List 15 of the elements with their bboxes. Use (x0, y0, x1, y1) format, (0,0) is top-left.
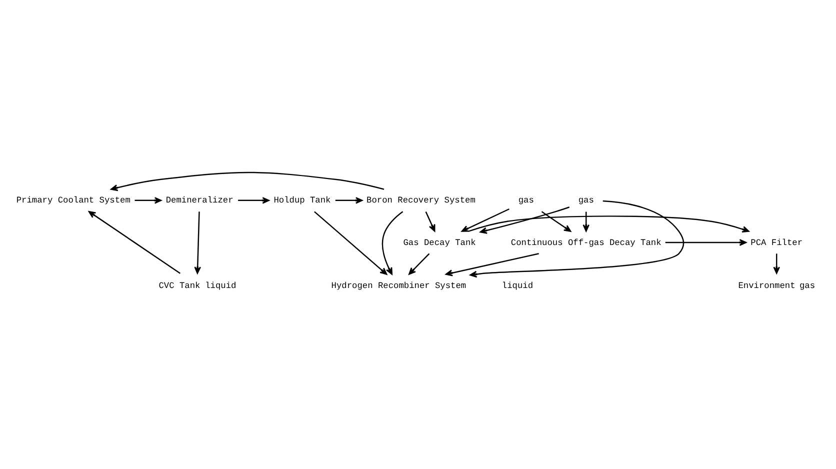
node-text: Gas Decay Tank (402, 237, 476, 248)
node-label: liquid (204, 280, 236, 291)
node-text: Continuous Off-gas Decay Tank (510, 237, 661, 248)
node-text: Environment (738, 280, 795, 291)
node-text: CVC Tank (158, 280, 200, 291)
label: liquid (501, 280, 533, 290)
node-text: Hydrogen Recombiner System (330, 280, 466, 290)
node-text: Demineralizer (165, 195, 233, 206)
node-text: gas (578, 195, 594, 206)
node-text: PCA Filter (750, 237, 802, 248)
node-text: Primary Coolant System (16, 195, 130, 206)
node-label: gas (798, 280, 815, 291)
node-text: gas (518, 195, 534, 206)
node-text: Boron Recovery System (366, 195, 475, 206)
node-text: Holdup Tank (273, 195, 330, 206)
